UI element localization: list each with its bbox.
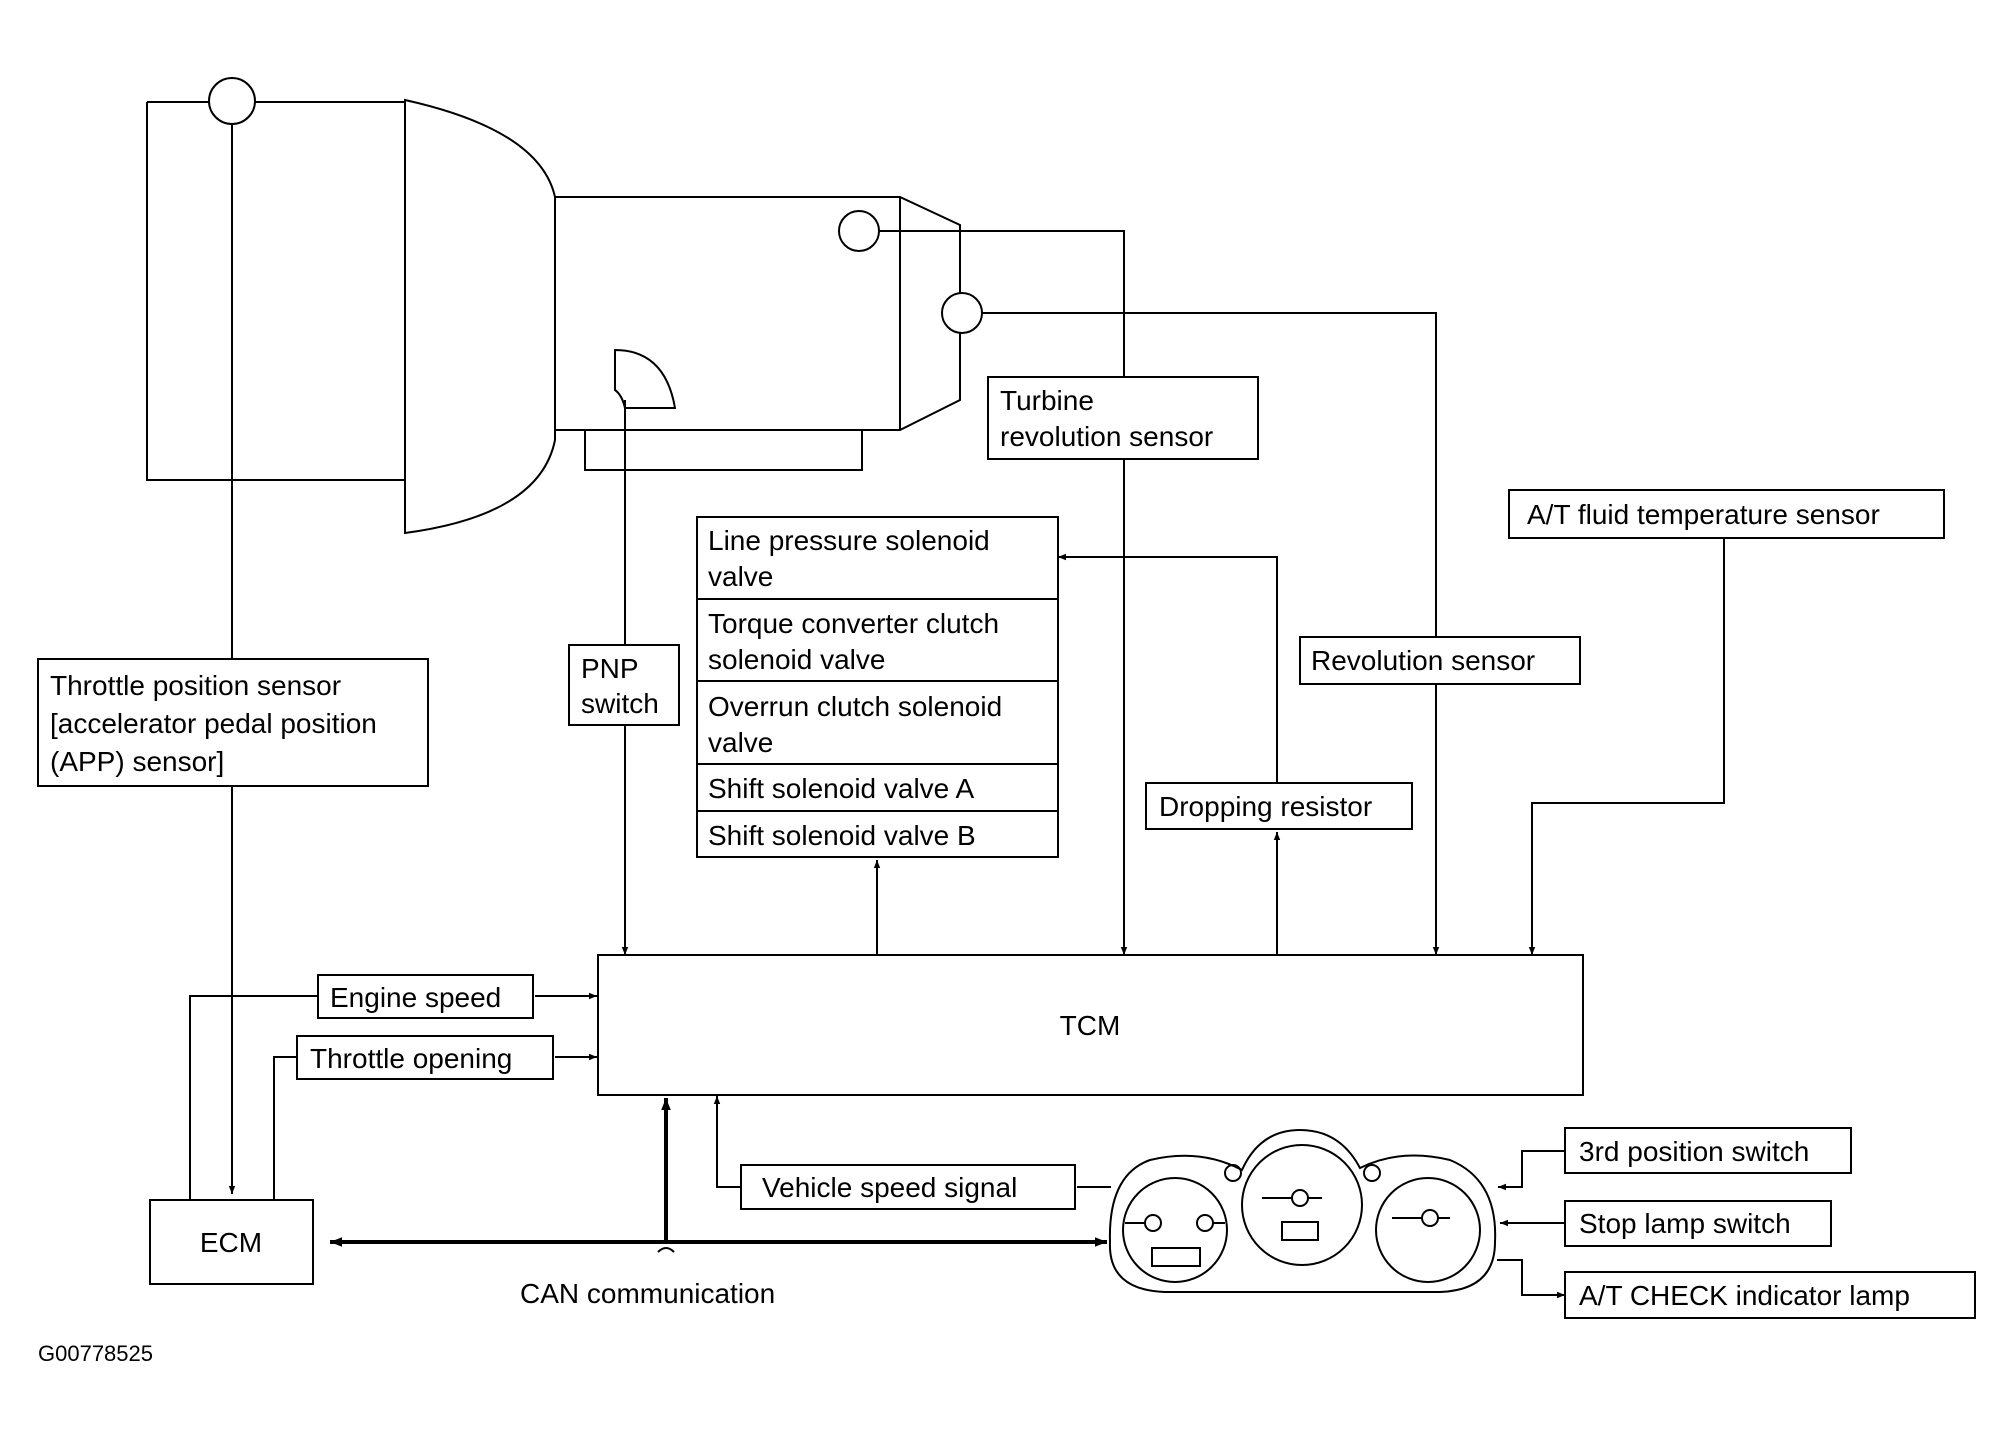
at-check-lamp-box: A/T CHECK indicator lamp xyxy=(1564,1271,1976,1319)
solenoid-shift-b: Shift solenoid valve B xyxy=(708,820,976,851)
revolution-sensor-icon xyxy=(941,292,983,334)
engine-speed-label: Engine speed xyxy=(330,982,501,1013)
solenoid-line-pressure-line2: valve xyxy=(708,561,773,592)
at-fluid-temp-sensor-box: A/T fluid temperature sensor xyxy=(1508,489,1945,539)
third-position-switch-label: 3rd position switch xyxy=(1579,1136,1809,1167)
solenoid-overrun-clutch-line2: valve xyxy=(708,727,773,758)
solenoid-line-pressure-line1: Line pressure solenoid xyxy=(708,525,990,556)
tps-label-line1: Throttle position sensor xyxy=(50,670,341,701)
turbine-sensor-label-box: Turbine revolution sensor xyxy=(987,376,1259,460)
can-communication-label: CAN communication xyxy=(520,1278,775,1309)
turbine-label-line1: Turbine xyxy=(1000,385,1094,416)
dropping-resistor-box: Dropping resistor xyxy=(1145,782,1413,830)
pnp-switch-icon xyxy=(614,348,677,409)
revolution-sensor-box: Revolution sensor xyxy=(1299,636,1581,685)
engine-speed-box: Engine speed xyxy=(317,974,534,1019)
tcm-box: TCM xyxy=(597,954,1584,1096)
solenoid-torque-converter-line2: solenoid valve xyxy=(708,644,885,675)
tcm-label: TCM xyxy=(1060,1010,1121,1041)
at-fluid-temp-label: A/T fluid temperature sensor xyxy=(1527,499,1880,530)
solenoid-overrun-clutch-line1: Overrun clutch solenoid xyxy=(708,691,1002,722)
solenoid-torque-converter-line1: Torque converter clutch xyxy=(708,608,999,639)
turbine-label-line2: revolution sensor xyxy=(1000,421,1213,452)
solenoid-shift-a: Shift solenoid valve A xyxy=(708,773,974,804)
vehicle-speed-signal-box: Vehicle speed signal xyxy=(740,1164,1076,1210)
dropping-resistor-label: Dropping resistor xyxy=(1159,791,1372,822)
revolution-sensor-label: Revolution sensor xyxy=(1311,645,1535,676)
ecm-box: ECM xyxy=(149,1199,314,1285)
tps-label-line2: [accelerator pedal position xyxy=(50,708,377,739)
solenoid-valve-stack: Line pressure solenoid valve Torque conv… xyxy=(696,516,1059,858)
throttle-opening-label: Throttle opening xyxy=(310,1043,512,1074)
third-position-switch-box: 3rd position switch xyxy=(1564,1127,1852,1174)
throttle-opening-box: Throttle opening xyxy=(296,1035,554,1080)
vehicle-speed-signal-label: Vehicle speed signal xyxy=(762,1172,1017,1203)
stop-lamp-switch-box: Stop lamp switch xyxy=(1564,1200,1832,1247)
ecm-label: ECM xyxy=(200,1227,262,1258)
figure-id: G00778525 xyxy=(38,1341,153,1366)
pnp-switch-label-box: PNP switch xyxy=(568,644,680,726)
throttle-sensor-icon xyxy=(208,77,256,125)
engine-transmission-drawing xyxy=(146,77,983,535)
tps-label-line3: (APP) sensor] xyxy=(50,746,224,777)
turbine-sensor-icon xyxy=(838,210,880,252)
combination-meter-icon xyxy=(1108,1128,1497,1293)
stop-lamp-switch-label: Stop lamp switch xyxy=(1579,1208,1791,1239)
at-check-lamp-label: A/T CHECK indicator lamp xyxy=(1579,1280,1910,1311)
pnp-label-line2: switch xyxy=(581,688,659,719)
pnp-label-line1: PNP xyxy=(581,653,639,684)
tps-label-box: Throttle position sensor [accelerator pe… xyxy=(37,658,429,787)
signal-lines xyxy=(189,124,1725,1299)
